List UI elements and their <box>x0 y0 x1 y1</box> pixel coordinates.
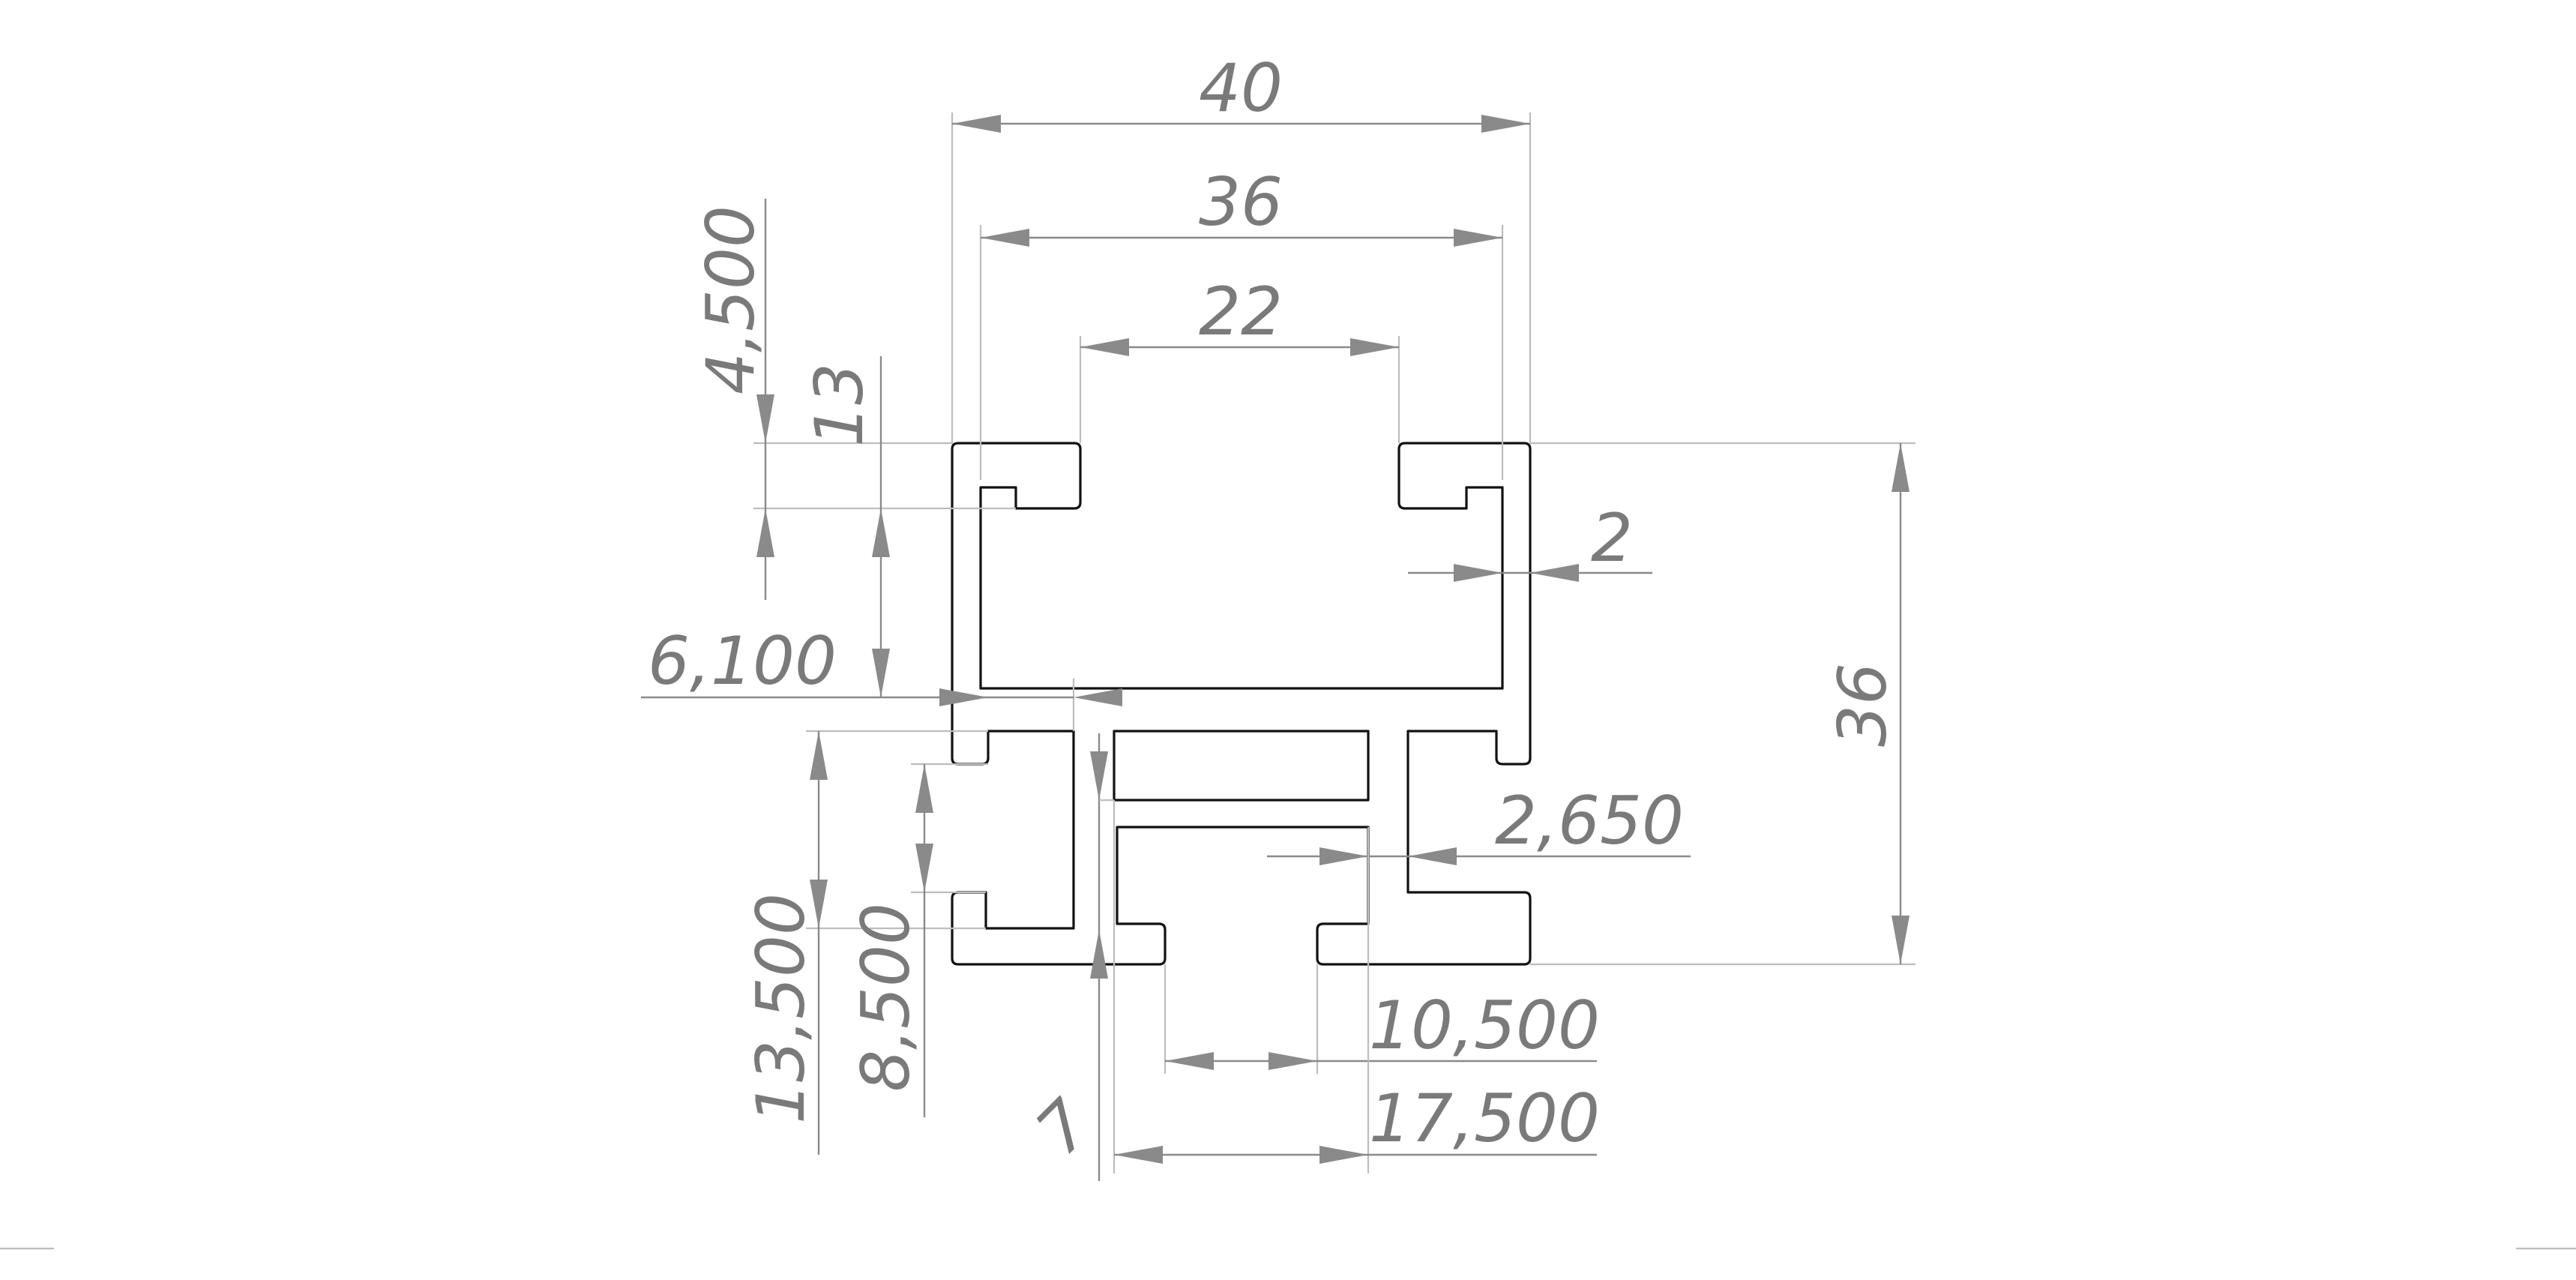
label-slot-bottom: 10,500 <box>1369 987 1600 1064</box>
label-chamber-width: 17,500 <box>1369 1080 1600 1157</box>
dim-rib: 2,650 <box>1267 782 1691 865</box>
label-lower-inner: 8,500 <box>847 903 924 1092</box>
label-width-outer: 40 <box>1199 49 1283 127</box>
label-width-inner: 36 <box>1199 163 1283 241</box>
outer-contour <box>951 442 1532 966</box>
label-upper-depth: 13 <box>801 363 878 447</box>
label-rib-gap: 7 <box>1021 1085 1105 1169</box>
dim-lower-offset: 6,100 <box>641 622 1122 731</box>
label-lip: 4,500 <box>692 205 769 394</box>
dim-width-inner: 36 <box>979 163 1504 480</box>
dim-upper-depth: 13 <box>801 356 890 697</box>
dim-width-outer: 40 <box>951 49 1532 443</box>
dim-lip: 4,500 <box>692 199 1016 600</box>
label-wall: 2 <box>1591 499 1633 577</box>
label-height: 36 <box>1824 663 1901 747</box>
dim-lower-inner: 8,500 <box>847 763 988 1117</box>
dim-chamber-width: 17,500 <box>1113 800 1600 1174</box>
dim-wall: 2 <box>1408 499 1652 582</box>
label-slot-top: 22 <box>1199 273 1283 350</box>
profile-outline <box>951 442 1532 966</box>
label-rib: 2,650 <box>1495 782 1684 859</box>
label-lower-height: 13,500 <box>742 893 819 1124</box>
dim-slot-bottom: 10,500 <box>1164 964 1600 1074</box>
dim-rib-gap: 7 <box>1021 733 1114 1181</box>
dim-slot-top: 22 <box>1079 273 1400 443</box>
upper-chamber <box>1113 730 1370 802</box>
label-lower-offset: 6,100 <box>648 622 837 700</box>
dim-lower-height: 13,500 <box>742 730 988 1155</box>
dim-height: 36 <box>1530 442 1916 966</box>
